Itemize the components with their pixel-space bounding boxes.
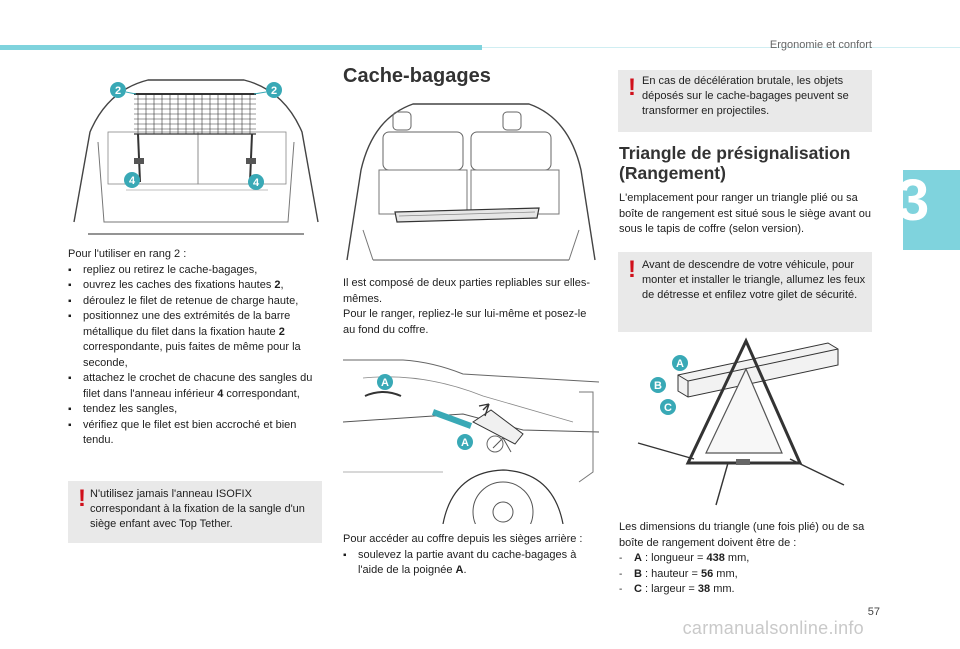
dim-unit: mm, — [713, 567, 738, 580]
step-text: ouvrez les caches des fixations hautes — [83, 279, 275, 291]
bullet-icon: ▪ — [68, 311, 72, 322]
warning-box-projectiles: ! En cas de décélération brutale, les ob… — [618, 70, 872, 132]
access-step: ▪ soulevez la partie avant du cache-bagag… — [343, 548, 599, 579]
dim-letter: C — [634, 583, 642, 595]
desc-line-1: Il est composé de deux parties repliable… — [343, 277, 591, 305]
bullet-icon: ▪ — [68, 373, 72, 384]
boot-cover-figure — [343, 100, 599, 268]
step-6: ▪ tendez les sangles, — [68, 402, 328, 418]
step-text: soulevez la partie avant du cache-bagage… — [358, 548, 577, 577]
cargo-net-figure: 2 2 4 4 — [68, 72, 324, 240]
section-title: Ergonomie et confort — [769, 39, 872, 51]
step-text: , — [280, 279, 284, 291]
warning-box-hazard-lights: ! Avant de descendre de votre véhicule, … — [618, 252, 872, 332]
left-instructions: Pour l'utiliser en rang 2 : ▪ repliez ou … — [68, 247, 328, 449]
step-text: tendez les sangles, — [83, 403, 178, 415]
callout-4-left: 4 — [129, 175, 136, 187]
warning-icon: ! — [78, 485, 86, 512]
dash-marker: - — [619, 553, 623, 564]
step-text: positionnez une des extrémités de la bar… — [83, 310, 291, 338]
step-ref: 2 — [278, 325, 285, 338]
dim-length: -A : longueur = 438 mm, — [619, 551, 877, 567]
triangle-title: Triangle de présignalisation (Rangement) — [619, 143, 851, 183]
callout-b: B — [654, 380, 662, 392]
callout-c: C — [664, 402, 672, 414]
step-text: correspondant, — [223, 387, 300, 400]
warning-icon: ! — [628, 256, 636, 283]
warning-text: En cas de décélération brutale, les obje… — [642, 75, 849, 117]
bullet-icon: ▪ — [343, 549, 347, 561]
step-5: ▪ attachez le crochet de chacune des sang… — [68, 371, 328, 402]
callout-a-handle: A — [381, 377, 389, 389]
step-3: ▪ déroulez le filet de retenue de charge … — [68, 294, 328, 310]
step-text: . — [463, 564, 467, 576]
access-intro: Pour accéder au coffre depuis les sièges… — [343, 533, 583, 545]
warning-triangle-figure: A B C — [618, 335, 874, 515]
step-2: ▪ouvrez les caches des fixations hautes … — [68, 278, 328, 294]
dim-unit: mm. — [710, 583, 735, 595]
callout-a: A — [676, 358, 684, 370]
left-intro: Pour l'utiliser en rang 2 : — [68, 248, 187, 260]
warning-icon: ! — [628, 74, 636, 101]
warning-text: N'utilisez jamais l'anneau ISOFIX corres… — [90, 488, 305, 530]
dim-value: 38 — [697, 583, 711, 595]
dim-label: : hauteur = — [641, 567, 701, 580]
dims-intro: Les dimensions du triangle (une fois pli… — [619, 521, 865, 549]
bullet-icon: ▪ — [68, 280, 72, 291]
step-text: vérifiez que le filet est bien accroché … — [83, 418, 297, 447]
step-text: repliez ou retirez le cache-bagages, — [83, 263, 258, 276]
bullet-icon: ▪ — [68, 295, 72, 307]
dim-unit: mm, — [724, 552, 750, 564]
triangle-dimensions: Les dimensions du triangle (une fois pli… — [619, 520, 877, 598]
callout-2-left: 2 — [115, 85, 121, 97]
bullet-icon: ▪ — [68, 419, 72, 431]
boot-access-figure: A A — [343, 352, 599, 524]
step-text: attachez le crochet de chacune des sangl… — [83, 372, 313, 400]
desc-line-2: Pour le ranger, repliez-le sur lui-même … — [343, 308, 587, 336]
chapter-number: 3 — [897, 168, 930, 233]
step-text: correspondante, puis faites de même pour… — [83, 341, 301, 369]
warning-text: Avant de descendre de votre véhicule, po… — [642, 259, 866, 301]
dim-letter: A — [634, 552, 642, 564]
step-ref: 4 — [217, 387, 224, 400]
callout-4-right: 4 — [253, 177, 260, 189]
cache-bagages-title: Cache-bagages — [343, 65, 491, 87]
dim-value: 438 — [706, 552, 725, 564]
boot-access-instructions: Pour accéder au coffre depuis les sièges… — [343, 532, 599, 579]
warning-box-isofix: ! N'utilisez jamais l'anneau ISOFIX corr… — [68, 481, 322, 543]
dim-width: -C : largeur = 38 mm. — [619, 582, 877, 598]
header-accent-bar — [0, 45, 482, 50]
dim-value: 56 — [700, 567, 714, 580]
step-4: ▪ positionnez une des extrémités de la ba… — [68, 309, 328, 371]
cache-bagages-description: Il est composé de deux parties repliable… — [343, 276, 599, 338]
chapter-tab — [903, 170, 960, 250]
dash-marker: - — [619, 584, 623, 595]
step-text: déroulez le filet de retenue de charge h… — [83, 294, 299, 307]
watermark: carmanualsonline.info — [682, 618, 864, 638]
header-rule — [482, 47, 960, 48]
callout-a-lift: A — [461, 437, 469, 449]
dim-letter: B — [634, 567, 642, 580]
dash-marker: - — [619, 568, 623, 580]
dim-height: -B : hauteur = 56 mm, — [619, 567, 877, 583]
dim-label: : largeur = — [641, 583, 698, 595]
callout-2-right: 2 — [271, 85, 277, 97]
step-ref: 2 — [274, 279, 281, 291]
bullet-icon: ▪ — [68, 264, 72, 276]
step-1: ▪ repliez ou retirez le cache-bagages, — [68, 263, 328, 279]
triangle-description: L'emplacement pour ranger un triangle pl… — [619, 192, 871, 235]
step-ref: A — [455, 564, 464, 576]
dim-label: : longueur = — [641, 552, 707, 564]
bullet-icon: ▪ — [68, 404, 72, 415]
page-number: 57 — [867, 606, 880, 618]
step-7: ▪ vérifiez que le filet est bien accroché… — [68, 418, 328, 449]
